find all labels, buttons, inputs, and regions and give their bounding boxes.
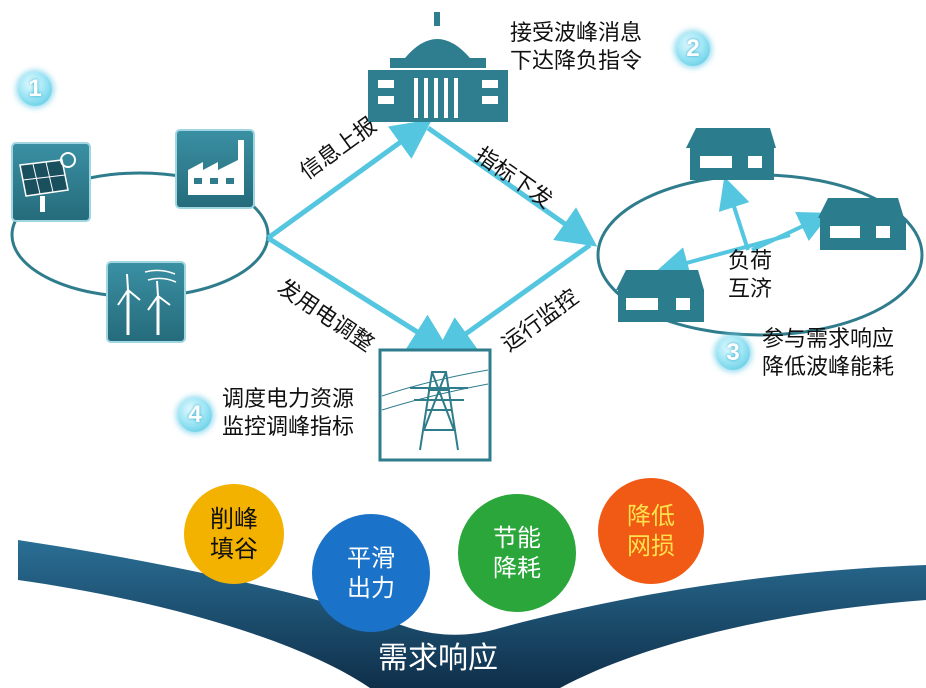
- arrow-mutual-right: [751, 212, 831, 252]
- benefit-bubble-4-line1: 降低: [627, 502, 675, 530]
- house-icon-top: [686, 128, 776, 180]
- arrow-dispatch: [266, 235, 451, 353]
- benefit-bubble-1-line2: 填谷: [210, 535, 258, 563]
- factory-icon: [175, 129, 255, 209]
- benefit-bubble-3-line1: 节能: [493, 524, 541, 552]
- step-badge-2: 2: [676, 32, 710, 66]
- transmission-tower-icon: [378, 348, 492, 462]
- benefit-bubble-2-line1: 平滑: [347, 544, 395, 572]
- benefit-bubble-peak-shaving: 削峰 填谷: [184, 484, 284, 584]
- benefit-bubble-2-line2: 出力: [347, 574, 395, 602]
- benefit-bubble-energy-saving: 节能 降耗: [458, 494, 576, 612]
- consumer-note-line2: 降低波峰能耗: [762, 355, 895, 380]
- dispatch-note-line1: 调度电力资源: [222, 387, 355, 412]
- bowl-shape: [18, 540, 926, 688]
- step-badge-1: 1: [18, 72, 52, 106]
- arrow-issue: [426, 125, 598, 247]
- dispatch-note: 调度电力资源 监控调峰指标: [222, 386, 354, 442]
- arrow-report: [266, 119, 433, 241]
- arrow-mutual-left: [656, 233, 791, 279]
- solar-panel-icon: [11, 142, 91, 222]
- consumer-note-line1: 参与需求响应: [762, 327, 895, 352]
- government-building-icon: [368, 12, 508, 122]
- load-mutual-line1: 负荷: [728, 249, 773, 274]
- load-mutual-label: 负荷 互济: [728, 248, 772, 304]
- benefit-bubble-4-line2: 网损: [627, 532, 675, 560]
- load-mutual-line2: 互济: [728, 277, 773, 302]
- step-badge-4: 4: [178, 398, 212, 432]
- grid-operator-note-line1: 接受波峰消息: [510, 21, 643, 46]
- house-icon-right: [818, 198, 906, 250]
- grid-operator-note: 接受波峰消息 下达降负指令: [510, 20, 642, 76]
- benefit-bubble-3-line2: 降耗: [493, 554, 541, 582]
- benefit-bubble-loss-reduction: 降低 网损: [598, 478, 704, 584]
- benefit-bubble-1-line1: 削峰: [210, 505, 258, 533]
- grid-operator-note-line2: 下达降负指令: [510, 49, 643, 74]
- dispatch-note-line2: 监控调峰指标: [222, 415, 355, 440]
- benefit-bubble-smoothing: 平滑 出力: [312, 514, 430, 632]
- step-badge-3: 3: [716, 336, 750, 370]
- house-icon-left: [616, 270, 704, 322]
- bottom-title: 需求响应: [378, 641, 498, 676]
- arrow-mutual-up: [718, 176, 750, 251]
- wind-turbine-icon: [106, 261, 186, 343]
- consumer-note: 参与需求响应 降低波峰能耗: [762, 326, 894, 382]
- arrow-monitor: [433, 242, 592, 357]
